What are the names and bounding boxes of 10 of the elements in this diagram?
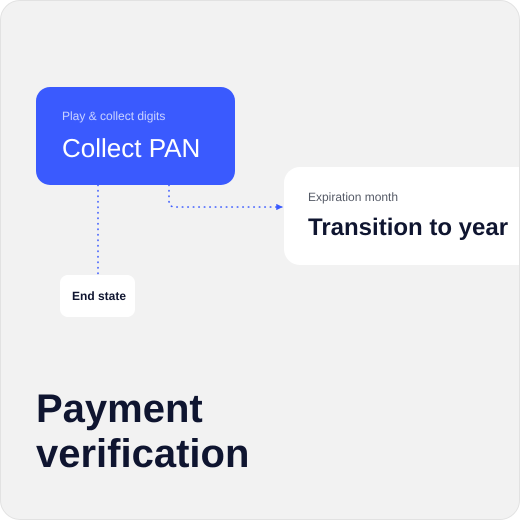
dotted-arrow xyxy=(168,184,283,210)
step-card xyxy=(60,275,135,317)
state-label: Expiration month xyxy=(308,190,400,204)
step-card xyxy=(284,167,519,265)
state-card xyxy=(36,87,235,185)
state-name: Transition to year xyxy=(308,214,510,242)
dotted-line xyxy=(97,184,99,276)
title: Payment verification xyxy=(36,387,250,477)
state-name: Collect PAN xyxy=(62,132,202,164)
state-label: Play & collect digits xyxy=(62,108,166,122)
